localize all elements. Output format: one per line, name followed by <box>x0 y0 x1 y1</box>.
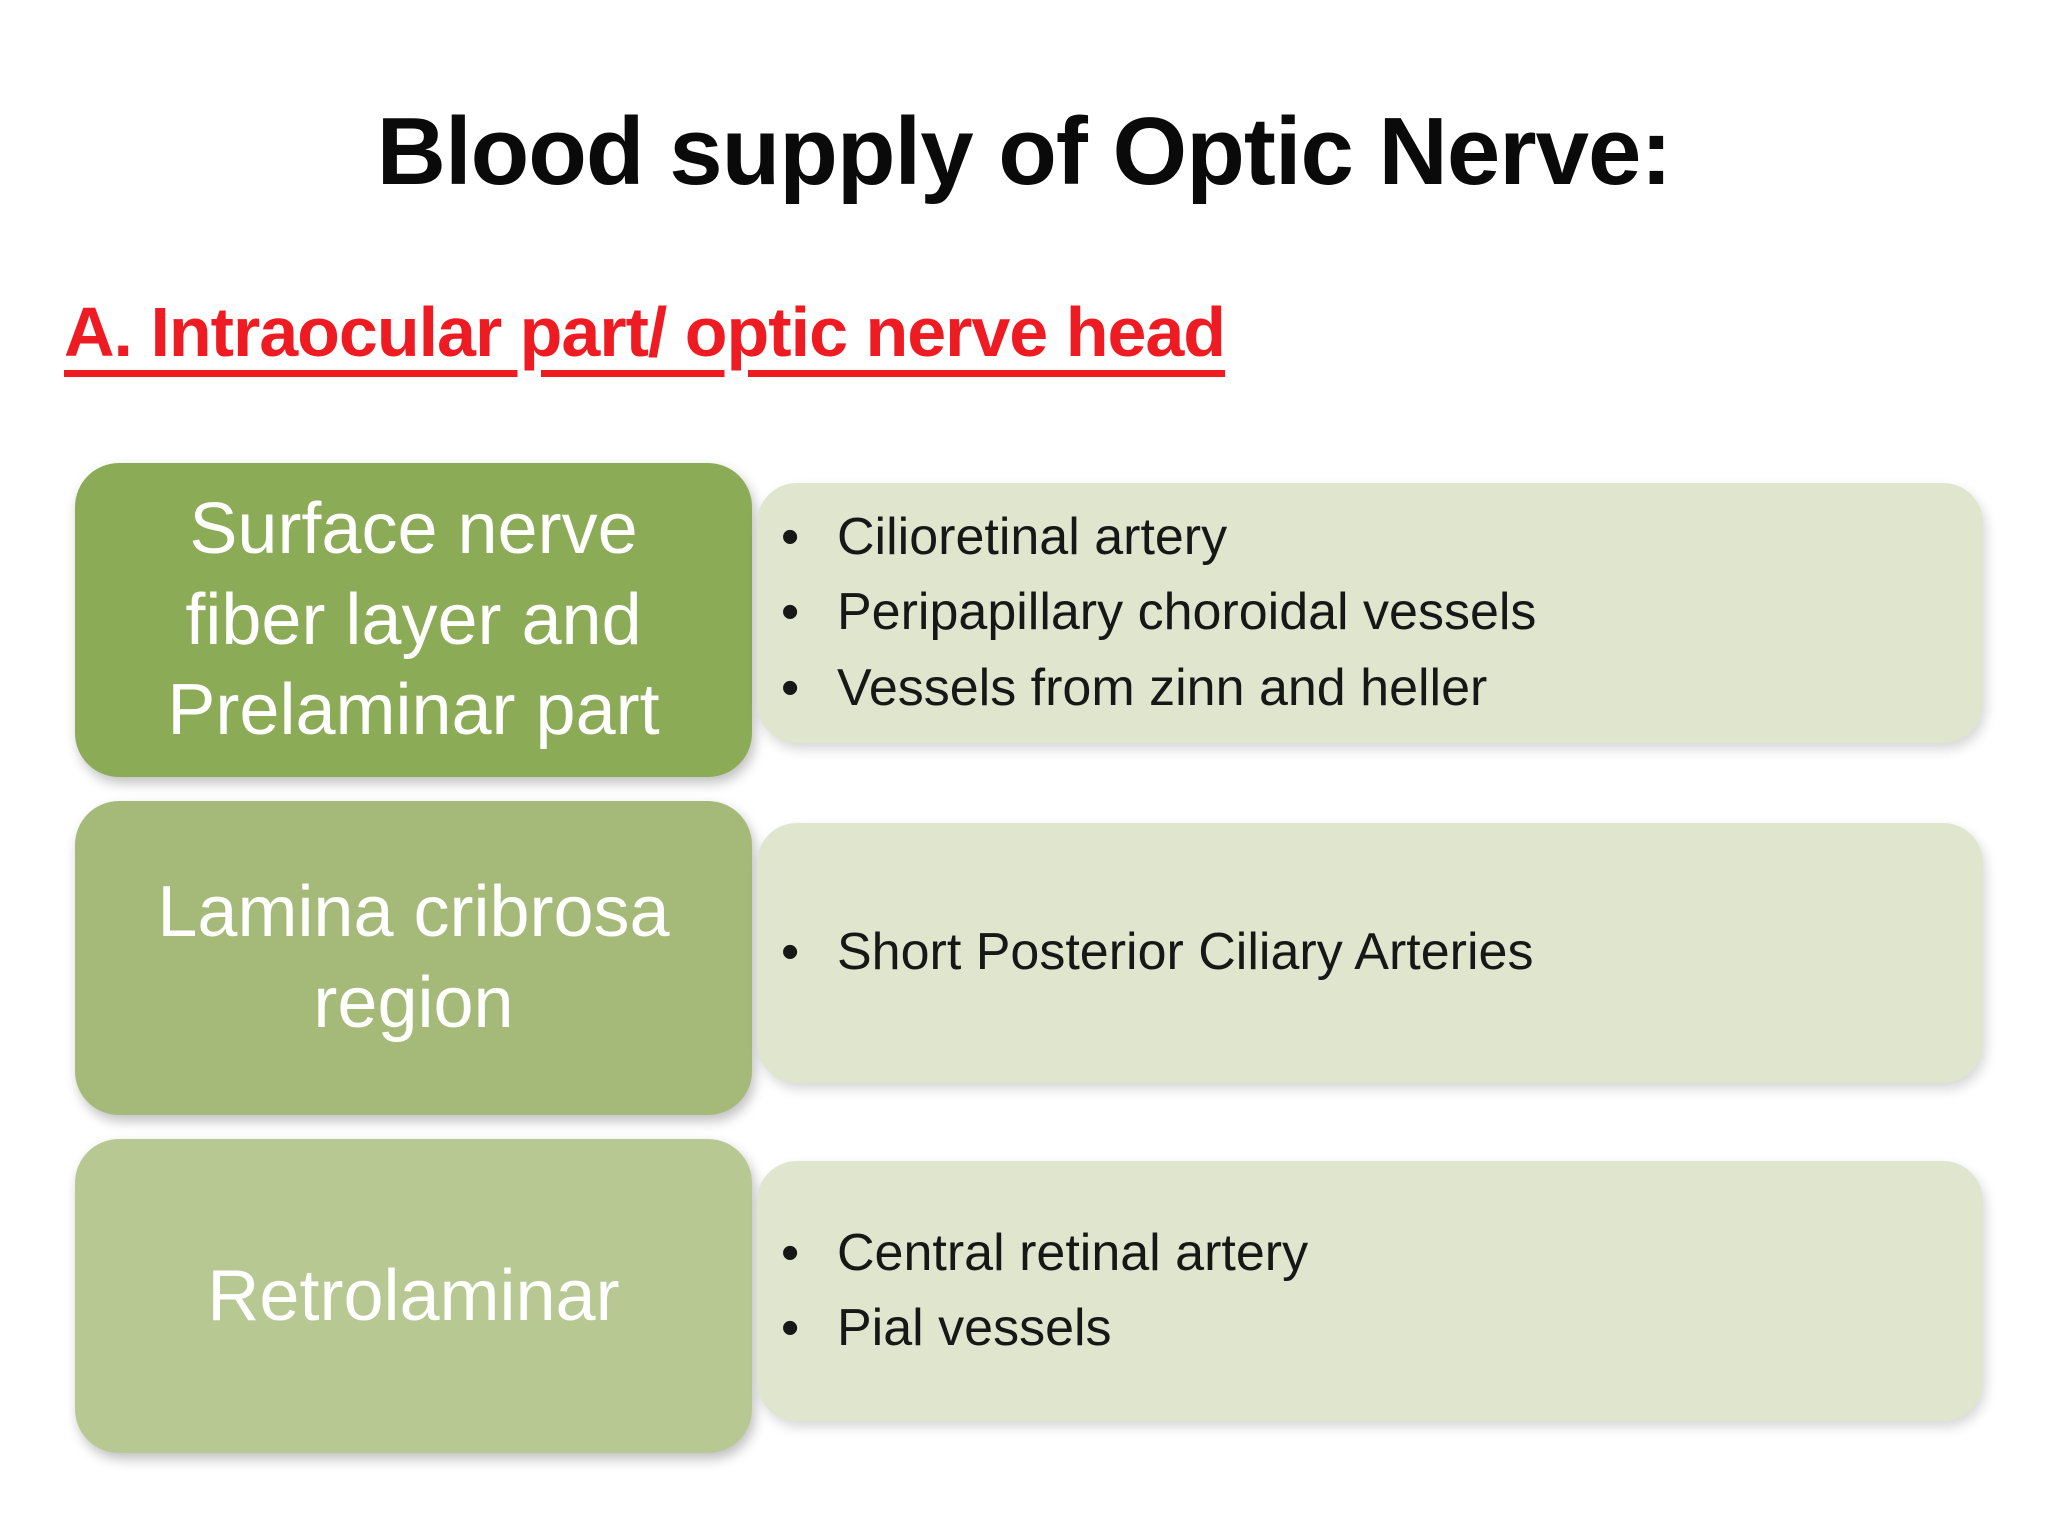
stage-label-line: Retrolaminar <box>207 1255 620 1336</box>
bullet-item: Vessels from zinn and heller <box>781 651 1536 727</box>
bullet-item: Pial vessels <box>781 1291 1308 1367</box>
stage-label-line: Surface nerve <box>189 488 638 569</box>
stage-label-box: Retrolaminar <box>75 1139 752 1453</box>
bullet-list: Cilioretinal artery Peripapillary choroi… <box>757 500 1576 727</box>
bullet-item: Short Posterior Ciliary Arteries <box>781 915 1533 991</box>
stage-label-line: Lamina cribrosa <box>157 872 670 953</box>
bullet-item: Peripapillary choroidal vessels <box>781 575 1536 651</box>
stage-label-line: Prelaminar part <box>167 670 660 751</box>
stage-label-box: Surface nerve fiber layer and Prelaminar… <box>75 463 752 777</box>
stage-content-box: Central retinal artery Pial vessels <box>757 1161 1983 1421</box>
stage-label-line: fiber layer and <box>185 579 642 660</box>
stage-content-box: Short Posterior Ciliary Arteries <box>757 823 1983 1083</box>
stage-label-box: Lamina cribrosa region <box>75 801 752 1115</box>
slide-title: Blood supply of Optic Nerve: <box>376 98 1673 205</box>
stage-label-line: region <box>313 963 514 1043</box>
bullet-list: Short Posterior Ciliary Arteries <box>757 915 1573 991</box>
section-heading: A. Intraocular part/ optic nerve head <box>64 293 1226 371</box>
bullet-item: Cilioretinal artery <box>781 500 1536 576</box>
stage-content-box: Cilioretinal artery Peripapillary choroi… <box>757 483 1983 743</box>
bullet-item: Central retinal artery <box>781 1216 1308 1292</box>
bullet-list: Central retinal artery Pial vessels <box>757 1216 1348 1367</box>
